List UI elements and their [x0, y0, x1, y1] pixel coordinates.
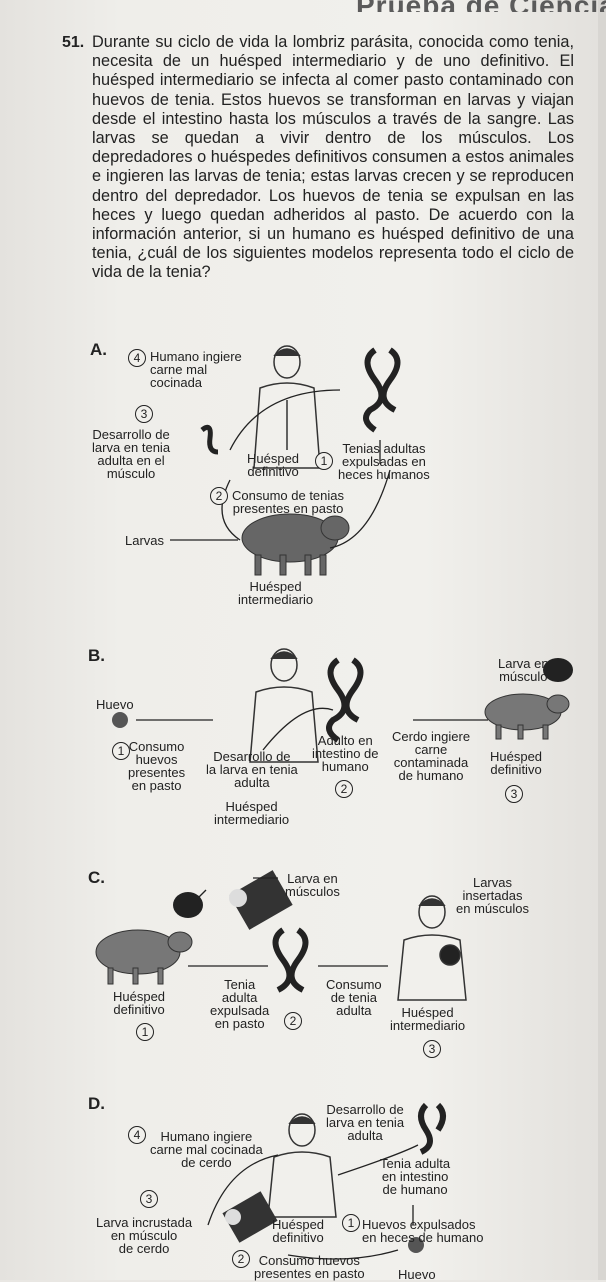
muscle-icon	[543, 658, 573, 682]
arrow-c-3	[195, 889, 207, 901]
egg-icon	[408, 1237, 424, 1253]
arrow-d-1	[207, 1154, 279, 1226]
muscle-icon	[173, 892, 203, 918]
tapeworm-icon	[326, 657, 364, 743]
d-step1-label: Huevos expulsados en heces de humano	[362, 1217, 484, 1245]
c-tenia-label: Tenia adulta expulsada en pasto	[210, 977, 270, 1031]
option-c-diagram	[95, 870, 467, 1001]
pig-icon	[484, 693, 570, 740]
pig-icon	[241, 513, 350, 576]
human-figure-icon	[397, 895, 467, 1001]
a-larvas-label: Larvas	[125, 533, 165, 548]
option-d-letter[interactable]: D.	[88, 1094, 105, 1113]
question-text: Durante su ciclo de vida la lombriz pará…	[92, 33, 574, 283]
human-figure-icon	[267, 1113, 337, 1218]
step-1-badge: 1	[112, 742, 130, 760]
option-a-diagram	[170, 345, 401, 576]
b-pig-eats-label: Cerdo ingiere carne contaminada de human…	[392, 729, 471, 783]
question-number: 51.	[62, 34, 85, 51]
tapeworm-icon	[272, 927, 309, 993]
option-a-letter[interactable]: A.	[90, 340, 107, 359]
step-1-badge: 1	[136, 1023, 154, 1041]
a-step2-label: Consumo de tenias presentes en pasto	[232, 488, 345, 516]
step-2-badge: 2	[335, 780, 353, 798]
page-banner: Prueba de Ciencias	[356, 0, 606, 12]
b-host-def-label: Huésped definitivo	[490, 749, 543, 777]
a-step1-label: Tenias adultas expulsadas en heces human…	[338, 441, 430, 482]
d-tenia-int-label: Tenia adulta en intestino de humano	[380, 1156, 451, 1197]
d-larva-inc-label: Larva incrustada en músculo de cerdo	[96, 1215, 193, 1256]
step-1-badge: 1	[342, 1214, 360, 1232]
c-larva-musc-label: Larva en músculos	[285, 871, 340, 899]
question-paragraph: Durante su ciclo de vida la lombriz pará…	[92, 33, 574, 282]
step-2-badge: 2	[232, 1250, 250, 1268]
step-3-badge: 3	[423, 1040, 441, 1058]
option-b-letter[interactable]: B.	[88, 646, 105, 665]
arrow-d-2	[337, 1144, 419, 1176]
arrow-a-3	[329, 469, 391, 549]
step-4-badge: 4	[128, 1126, 146, 1144]
step-3-badge: 3	[505, 785, 523, 803]
b-dev-label: Desarrollo de la larva en tenia adulta	[206, 749, 298, 790]
c-host-int-label: Huésped intermediario	[390, 1005, 466, 1033]
b-huevo-label: Huevo	[96, 697, 134, 712]
c-consumo-label: Consumo de tenia adulta	[326, 977, 382, 1018]
pig-icon	[95, 929, 193, 985]
step-2-badge: 2	[284, 1012, 302, 1030]
tapeworm-icon	[363, 347, 401, 433]
arrow-a-1	[229, 389, 341, 451]
page-edge	[598, 0, 606, 1280]
option-d-diagram	[207, 1102, 446, 1260]
muscle-tissue-icon	[222, 1191, 278, 1243]
d-huevo-label: Huevo	[398, 1267, 436, 1282]
a-step3-label: Desarrollo de larva en tenia adulta en e…	[92, 427, 171, 481]
b-step1-label: Consumo huevos presentes en pasto	[128, 739, 186, 793]
option-c-letter[interactable]: C.	[88, 868, 105, 887]
egg-icon	[112, 712, 128, 728]
arrow-b-2	[262, 707, 334, 751]
c-host-def-label: Huésped definitivo	[113, 989, 166, 1017]
step-2-badge: 2	[210, 487, 228, 505]
larva-icon	[200, 424, 219, 455]
step-4-badge: 4	[128, 349, 146, 367]
a-host-def-label: Huésped definitivo	[247, 451, 300, 479]
d-dev-label: Desarrollo de larva en tenia adulta	[326, 1102, 405, 1143]
a-host-int-label: Huésped intermediario	[238, 579, 314, 607]
b-host-int-label: Huésped intermediario	[214, 799, 290, 827]
arrow-a-4	[221, 479, 241, 541]
option-b-diagram	[112, 648, 573, 763]
step-3-badge: 3	[140, 1190, 158, 1208]
d-step2-label: Consumo huevos presentes en pasto	[254, 1253, 365, 1281]
d-host-def-label: Huésped definitivo	[272, 1217, 325, 1245]
b-larva-musc-label: Larva en músculo	[498, 656, 549, 684]
d-step4-label: Humano ingiere carne mal cocinada de cer…	[150, 1129, 263, 1170]
arrow-d-4	[287, 1249, 399, 1260]
tapeworm-icon	[418, 1102, 446, 1155]
a-step4-label: Humano ingiere carne mal cocinada	[150, 349, 242, 390]
step-1-badge: 1	[315, 452, 333, 470]
c-larvas-ins-label: Larvas insertadas en músculos	[456, 875, 529, 916]
muscle-tissue-icon	[229, 870, 293, 930]
human-figure-icon	[249, 648, 319, 763]
b-adult-label: Adulto en intestino de humano	[312, 733, 379, 774]
step-3-badge: 3	[135, 405, 153, 423]
human-figure-icon	[253, 345, 321, 469]
